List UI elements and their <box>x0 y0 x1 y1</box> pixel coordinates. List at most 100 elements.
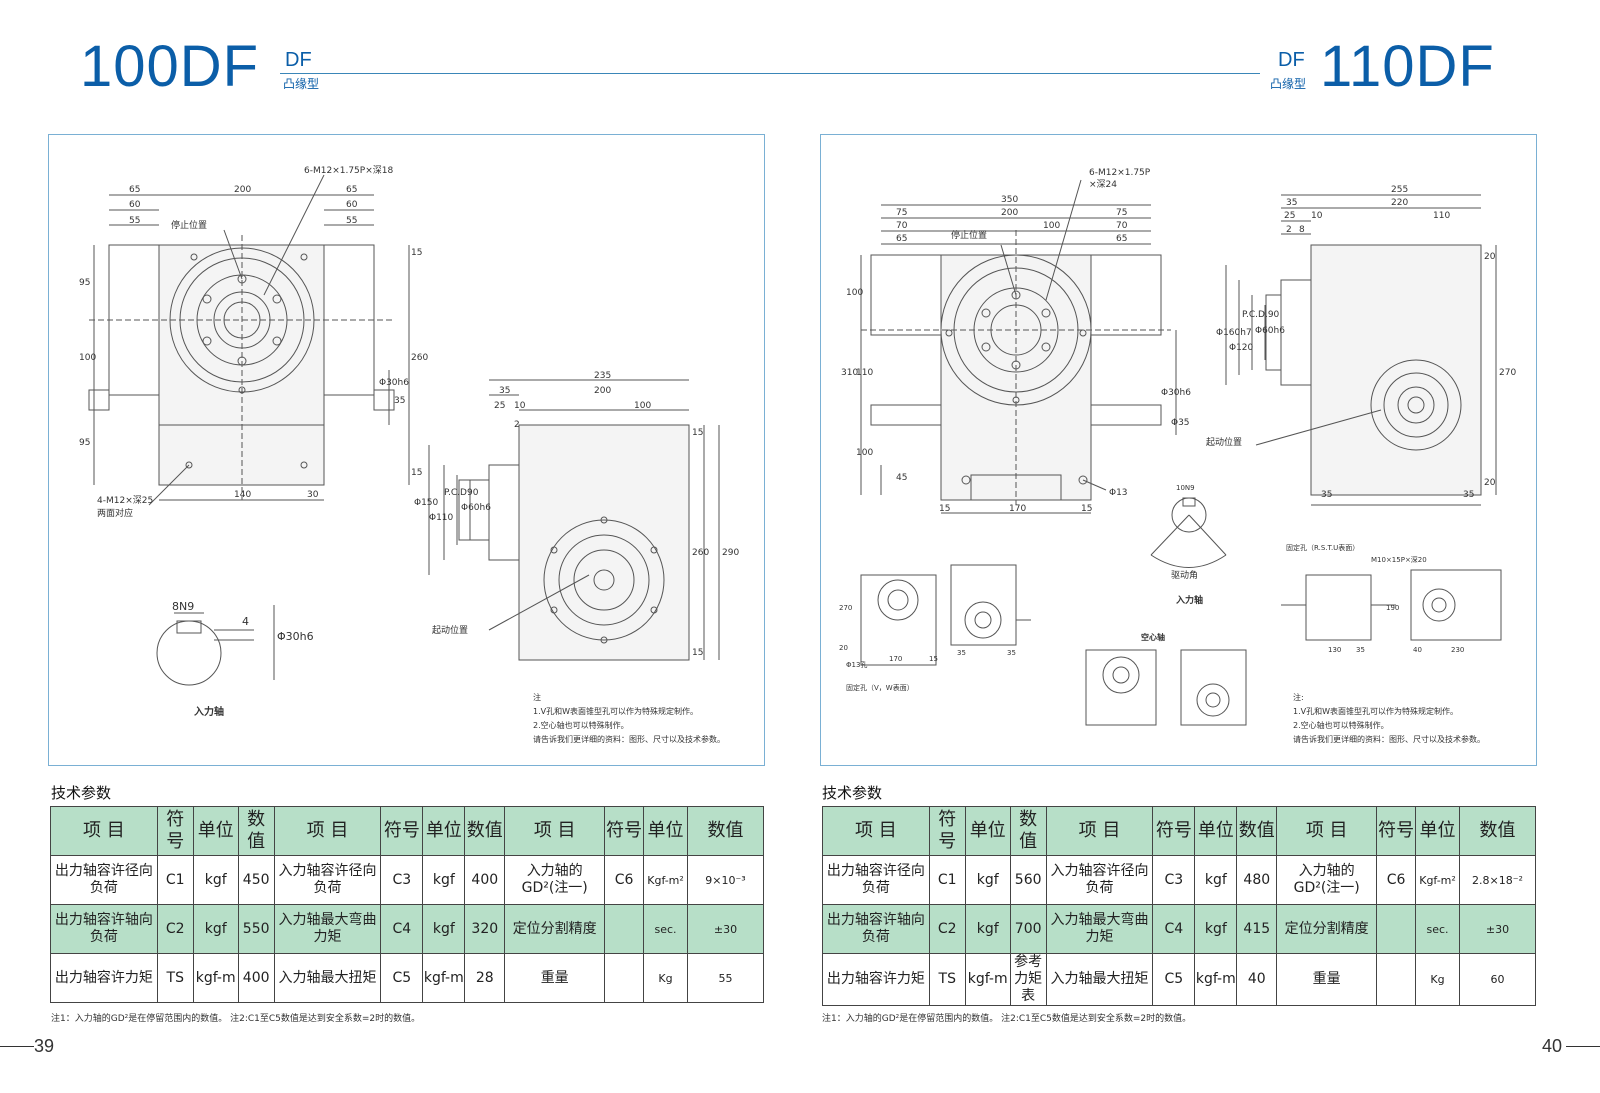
side-dim-left-4: Φ60h6 <box>461 503 491 513</box>
table-cell: 入力轴最大扭矩 <box>1045 953 1154 1006</box>
side-dim-right-4: 15 <box>692 648 703 658</box>
header-cell: 数值 <box>237 806 275 856</box>
key-label: 10N9 <box>1176 484 1195 492</box>
table-cell: 2.8×18⁻² <box>1458 855 1537 905</box>
table-cell: C4 <box>1152 904 1196 954</box>
header-cell: 单位 <box>422 806 466 856</box>
header-cell: 数值 <box>1009 806 1047 856</box>
fix-holes-label-2: 固定孔（R.S.T.U表面） <box>1286 543 1359 552</box>
drawing-frame: 6-M12×1.75P×深18 65 60 55 200 65 60 55 停止… <box>48 134 765 766</box>
drawing-frame: 6-M12×1.75P ×深24 350 75 200 75 70 100 70… <box>820 134 1537 766</box>
side-dim-bottom-2: 35 <box>1463 490 1474 500</box>
spec-table: 项 目 符号 单位 数值 项 目 符号 单位 数值 项 目 符号 单位 数值 出… <box>50 806 764 1003</box>
page-number-rule <box>1566 1046 1600 1047</box>
header-cell: 项 目 <box>822 806 930 856</box>
header-cell: 单位 <box>643 806 688 856</box>
table-cell: 28 <box>464 953 506 1003</box>
table-cell: 560 <box>1009 855 1047 905</box>
note-1: 1.V孔和W表面锥型孔可以作为特殊规定制作。 <box>533 707 699 716</box>
header-cell: 项 目 <box>50 806 158 856</box>
hole-label: Φ13 <box>1109 488 1128 498</box>
table-header-row: 项 目 符号 单位 数值 项 目 符号 单位 数值 项 目 符号 单位 数值 <box>822 806 1537 856</box>
mini-dim-a-6: 35 <box>957 649 966 657</box>
table-cell: 400 <box>237 953 275 1003</box>
table-cell: 入力轴的GD²(注一) <box>1276 855 1378 905</box>
note-2: 2.空心轴也可以特殊制作。 <box>533 721 629 730</box>
side-dim-top-4: 25 <box>494 401 505 411</box>
table-cell: kgf <box>192 855 239 905</box>
table-row: 出力轴容许轴向负荷 C2 kgf 700 入力轴最大弯曲力矩 C4 kgf 41… <box>822 904 1537 954</box>
dim-left-3: 95 <box>79 438 90 448</box>
table-cell: C5 <box>1152 953 1196 1006</box>
dim-bottom-2: 30 <box>307 490 319 500</box>
table-cell <box>1376 953 1417 1006</box>
dim-top-2: 75 <box>896 208 907 218</box>
side-dim-right-3: 20 <box>1484 478 1496 488</box>
side-dim-top-5: 10 <box>1311 211 1323 221</box>
drawing-notes: 注 1.V孔和W表面锥型孔可以作为特殊规定制作。 2.空心轴也可以特殊制作。 请… <box>533 691 725 747</box>
table-cell: 40 <box>1236 953 1278 1006</box>
table-cell: sec. <box>643 904 688 954</box>
mini-dim-b-5: 190 <box>1386 604 1399 612</box>
table-cell: kgf <box>192 904 239 954</box>
table-cell <box>1376 904 1417 954</box>
table-cell: 450 <box>237 855 275 905</box>
dim-top-6: 60 <box>346 200 358 210</box>
side-dim-right-1: 20 <box>1484 252 1496 262</box>
page-number: 39 <box>34 1036 55 1056</box>
table-cell: 320 <box>464 904 506 954</box>
dim-right-1: Φ30h6 <box>1161 388 1191 398</box>
input-shaft-label: 入力轴 <box>194 705 224 718</box>
section-title: 技术参数 <box>822 784 883 802</box>
mini-dim-b-2: 35 <box>1356 646 1365 654</box>
table-cell: 入力轴容许径向负荷 <box>1045 855 1154 905</box>
table-row: 出力轴容许径向负荷 C1 kgf 450 入力轴容许径向负荷 C3 kgf 40… <box>50 855 764 905</box>
table-cell: Kg <box>643 953 688 1003</box>
dim-bottom-1: 15 <box>939 504 950 514</box>
table-cell: 入力轴的GD²(注一) <box>504 855 606 905</box>
dim-top-3: 200 <box>1001 208 1018 218</box>
drive-angle-label: 驱动角 <box>1171 569 1198 581</box>
table-cell: kgf <box>964 855 1011 905</box>
table-cell: C3 <box>1152 855 1196 905</box>
dim-top-6: 100 <box>1043 221 1060 231</box>
table-cell: kgf <box>1194 855 1238 905</box>
note-1: 1.V孔和W表面锥型孔可以作为特殊规定制作。 <box>1293 707 1459 716</box>
dim-right-1: 15 <box>411 248 422 258</box>
table-cell: Kgf-m² <box>1415 855 1460 905</box>
side-dim-right-3: 290 <box>722 548 739 558</box>
table-cell: kgf-m <box>422 953 466 1003</box>
table-cell: 重量 <box>504 953 606 1003</box>
table-cell: C5 <box>380 953 424 1003</box>
table-cell: 入力轴最大扭矩 <box>273 953 382 1003</box>
header-cell: 符号 <box>928 806 966 856</box>
table-cell: ±30 <box>1458 904 1537 954</box>
dim-top-1: 350 <box>1001 195 1018 205</box>
side-dim-right-2: 260 <box>692 548 709 558</box>
model-subtitle: 凸缘型 <box>1270 77 1307 91</box>
shaft-dia-label: Φ30h6 <box>277 630 314 643</box>
table-cell: Kg <box>1415 953 1460 1006</box>
technical-drawing: 6-M12×1.75P ×深24 350 75 200 75 70 100 70… <box>839 168 1516 726</box>
table-row: 出力轴容许力矩 TS kgf-m 400 入力轴最大扭矩 C5 kgf-m 28… <box>50 953 764 1003</box>
table-cell: kgf-m <box>192 953 239 1003</box>
table-cell: 480 <box>1236 855 1278 905</box>
drawing-notes: 注: 1.V孔和W表面锥型孔可以作为特殊规定制作。 2.空心轴也可以特殊制作。 … <box>1293 691 1485 747</box>
bolt-callout-2: ×深24 <box>1089 179 1117 190</box>
header-cell: 符号 <box>1376 806 1417 856</box>
spec-table: 项 目 符号 单位 数值 项 目 符号 单位 数值 项 目 符号 单位 数值 出… <box>822 806 1537 1006</box>
dim-top-3: 55 <box>129 216 140 226</box>
mini-dim-a-4: 170 <box>889 655 902 663</box>
table-cell: C2 <box>928 904 966 954</box>
bolt-callout-1: 6-M12×1.75P <box>1089 168 1151 178</box>
table-row: 出力轴容许轴向负荷 C2 kgf 550 入力轴最大弯曲力矩 C4 kgf 32… <box>50 904 764 954</box>
fix-holes-label-1: 固定孔（V，W表面） <box>846 683 914 692</box>
hollow-shaft-label: 空心轴 <box>1141 632 1165 642</box>
header-cell: 单位 <box>1415 806 1460 856</box>
dim-right-3: Φ30h6 <box>379 378 409 388</box>
small-callout: M10×15P×深20 <box>1371 555 1427 564</box>
table-cell: C3 <box>380 855 424 905</box>
table-cell: C6 <box>1376 855 1417 905</box>
header-cell: 单位 <box>1194 806 1238 856</box>
model-code: DF <box>285 49 312 71</box>
